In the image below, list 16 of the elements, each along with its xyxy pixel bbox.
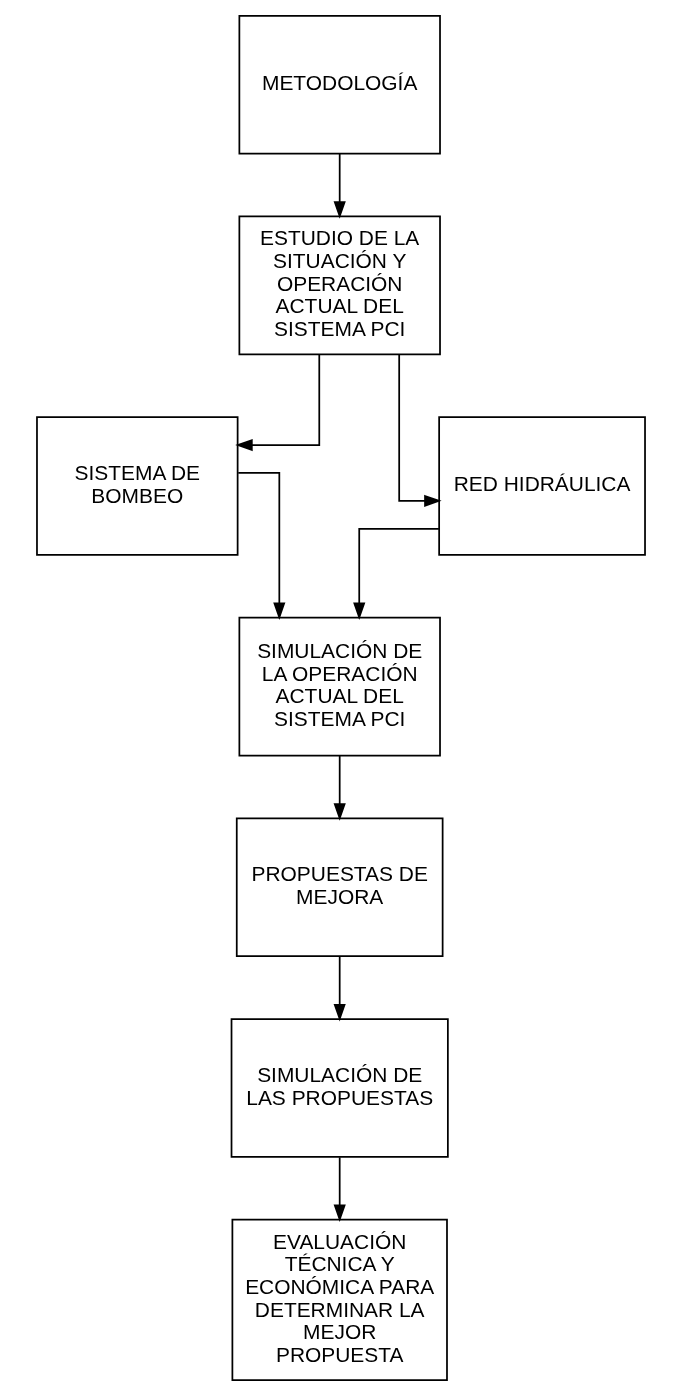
arrow xyxy=(333,1156,346,1222)
node-box: EVALUACIÓN TÉCNICA Y ECONÓMICA PARA DETERMINAR LA MEJOR PROPUESTA xyxy=(231,1218,448,1382)
arrow xyxy=(397,353,442,507)
node-box: PROPUESTAS DE MEJORA xyxy=(235,817,443,958)
node-box: SISTEMA DE BOMBEO xyxy=(35,416,238,556)
node-box: SIMULACIÓN DE LA OPERACIÓN ACTUAL DEL SISTEMA PCI xyxy=(238,616,441,757)
arrow xyxy=(333,754,346,821)
arrow xyxy=(234,353,320,452)
node-box: METODOLOGÍA xyxy=(238,14,441,155)
node-box: RED HIDRÁULICA xyxy=(437,416,646,556)
arrow xyxy=(352,527,440,621)
arrow xyxy=(333,152,346,219)
arrow xyxy=(236,472,285,620)
node-box: SIMULACIÓN DE LAS PROPUESTAS xyxy=(230,1018,449,1158)
arrow xyxy=(333,955,346,1022)
node-box: ESTUDIO DE LA SITUACIÓN Y OPERACIÓN ACTUAL DEL SISTEMA PCI xyxy=(238,215,441,356)
